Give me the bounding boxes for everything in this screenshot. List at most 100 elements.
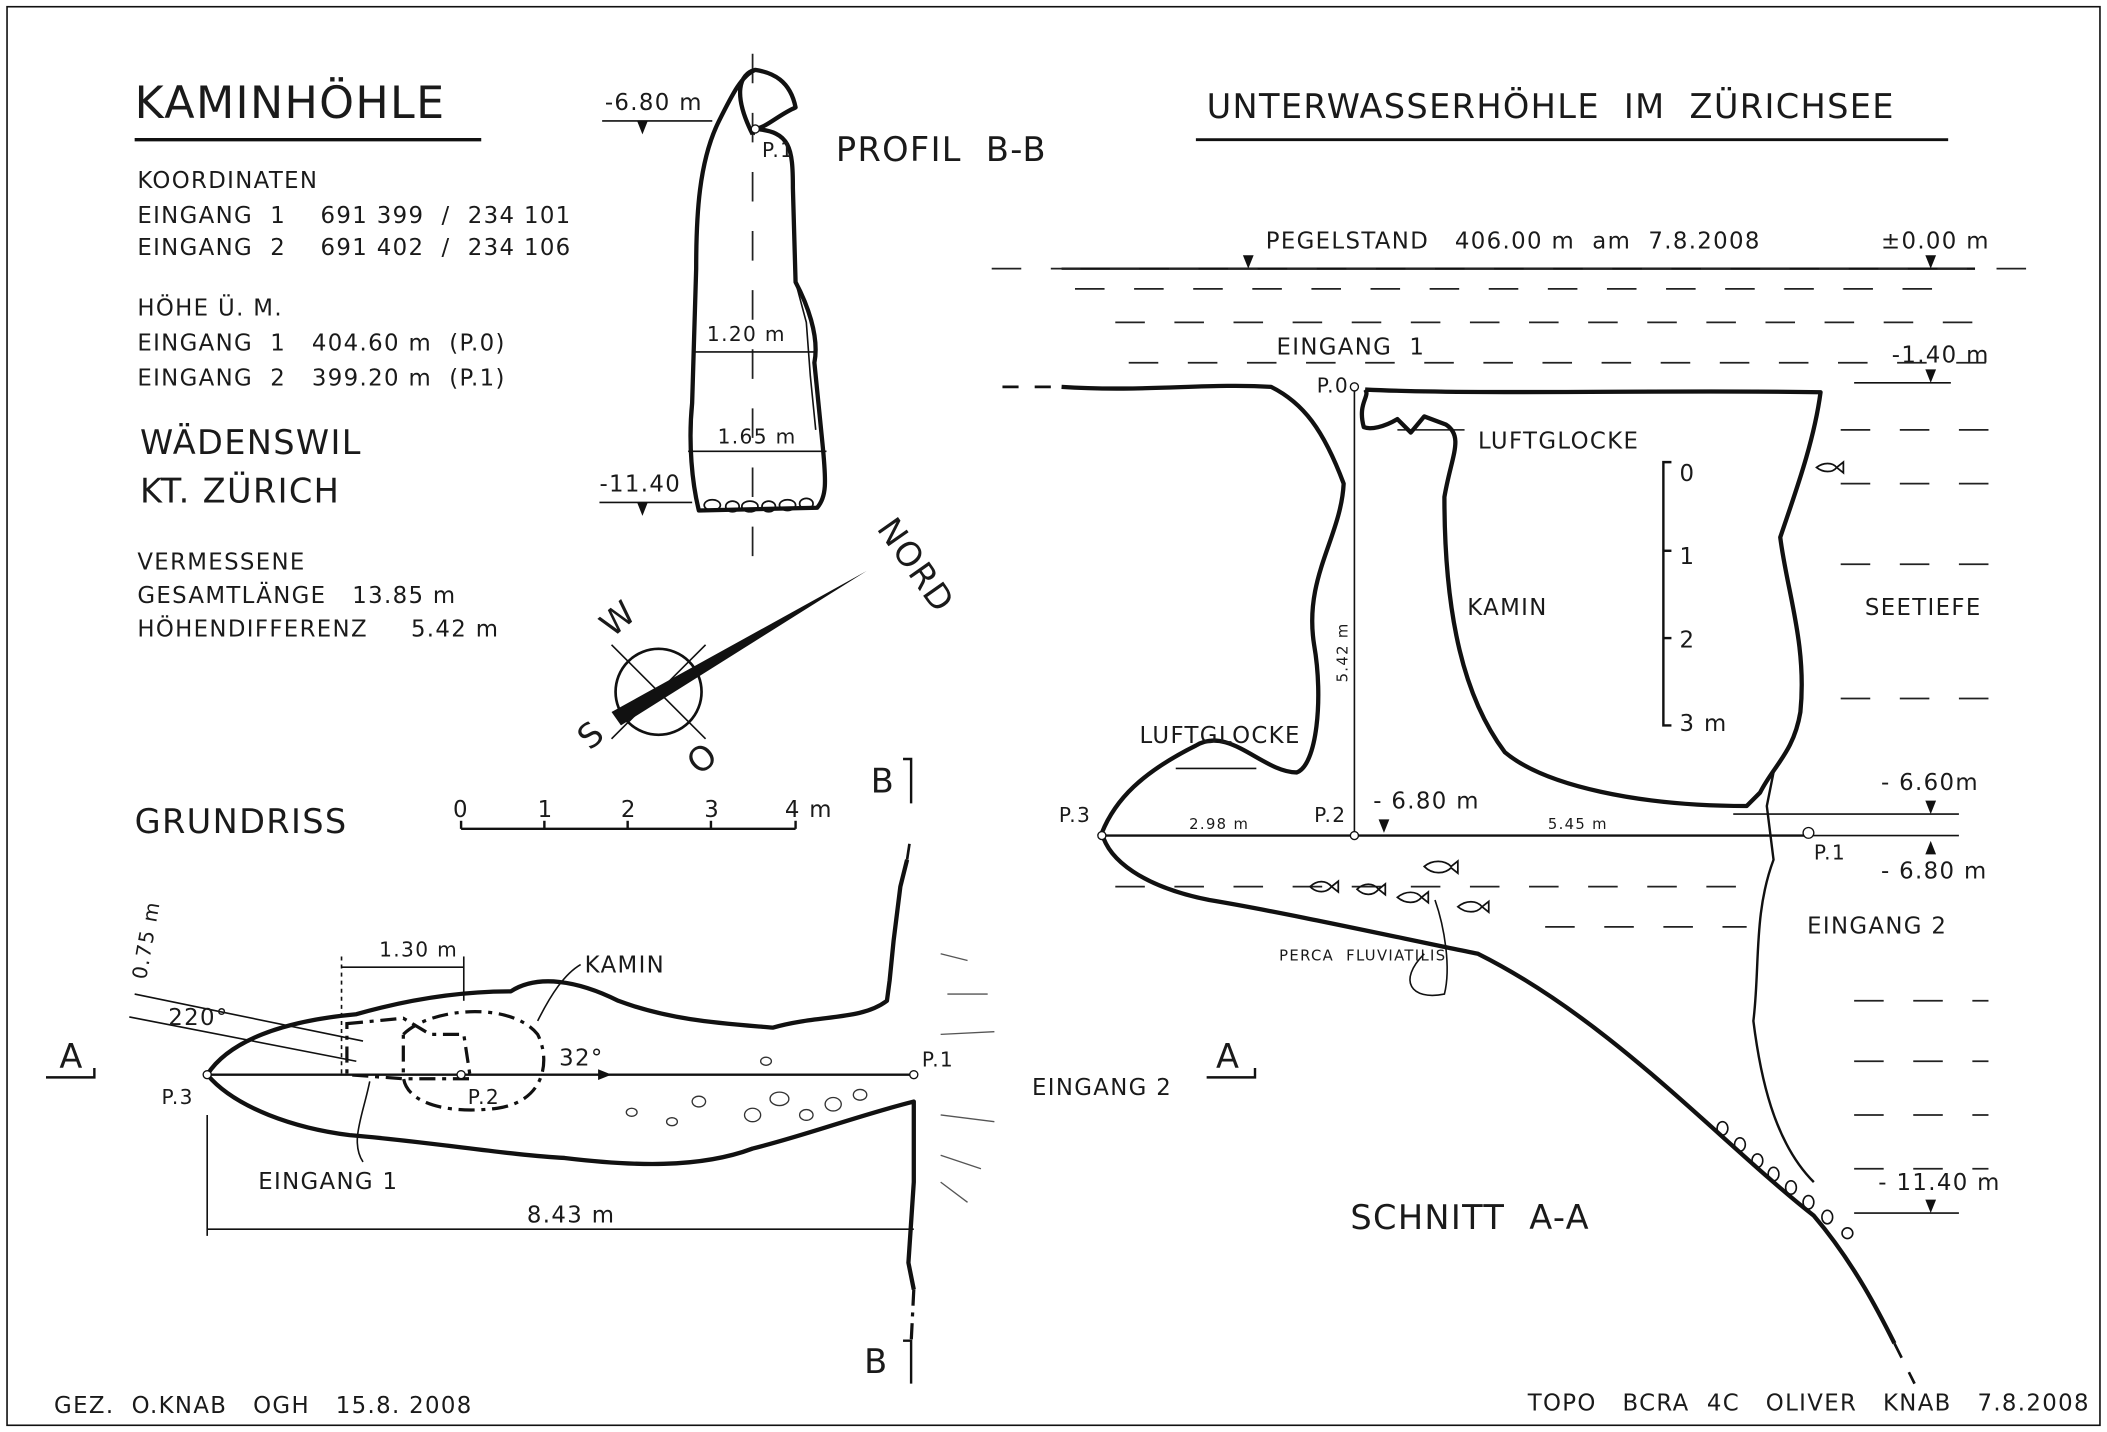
plan-scale-4: 4 m — [785, 797, 833, 823]
plan-angle-220: 220° — [168, 1005, 228, 1031]
cave-title: KAMINHÖHLE — [135, 77, 446, 129]
section-scale-bar — [1662, 460, 1672, 727]
profile-b-b: P.1 PROFIL B-B -6.80 m 1.20 m 1.65 m -11… — [599, 53, 1047, 565]
water-hatching — [940, 953, 995, 1203]
fish-species-label: PERCA FLUVIATILIS — [1279, 947, 1446, 964]
slope-continuation — [1893, 1342, 1916, 1385]
plan-station-p1 — [909, 1069, 919, 1080]
depth-680-mid: - 6.80 m — [1373, 789, 1480, 815]
hoehe-eingang-1: EINGANG 1 404.60 m (P.0) — [137, 331, 505, 357]
section-a-right: A — [1216, 1037, 1240, 1076]
profile-width-lower: 1.65 m — [718, 424, 797, 448]
seetiefe: SEETIEFE — [1865, 595, 1982, 621]
profile-top-depth: -6.80 m — [605, 90, 703, 116]
plan-angle-32: 32° — [559, 1045, 604, 1071]
section-kamin: KAMIN — [1467, 595, 1547, 621]
plan-wall-continuation — [905, 832, 913, 860]
section-a-left: A — [59, 1037, 83, 1076]
boulders — [703, 497, 814, 513]
footer-survey-credit: TOPO BCRA 4C OLIVER KNAB 7.8.2008 — [1527, 1391, 2090, 1417]
hoehe-eingang-2: EINGANG 2 399.20 m (P.1) — [137, 366, 505, 392]
pegelstand: PEGELSTAND 406.00 m am 7.8.2008 — [1266, 229, 1761, 255]
plan-length: 8.43 m — [527, 1202, 615, 1228]
koordinaten-label: KOORDINATEN — [137, 168, 318, 194]
hoehe-label: HÖHE Ü. M. — [137, 294, 283, 322]
dist-298: 2.98 m — [1189, 816, 1249, 833]
plan-eingang-1: EINGANG 1 — [258, 1169, 398, 1195]
plan-scale-1: 1 — [538, 797, 554, 823]
plan-p3-label: P.3 — [162, 1085, 194, 1109]
section-scale-0: 0 — [1679, 461, 1695, 487]
depth-marker-icon — [637, 502, 648, 516]
section-eingang-1: EINGANG 1 — [1276, 335, 1425, 361]
frame — [6, 5, 2101, 1427]
plan-view: GRUNDRISS 0 1 2 3 4 m B B P.3 P.2 32° P.… — [45, 757, 1257, 1384]
plan-title: GRUNDRISS — [135, 802, 348, 841]
plan-station-p2 — [456, 1069, 466, 1080]
depth-zero: ±0.00 m — [1881, 229, 1990, 255]
section-p0-label: P.0 — [1317, 373, 1349, 397]
plan-scale-ticks — [459, 820, 797, 829]
profile-title: PROFIL B-B — [836, 130, 1047, 169]
plan-kamin: KAMIN — [585, 953, 665, 979]
section-a-a: UNTERWASSERHÖHLE IM ZÜRICHSEE PEGELSTAND… — [991, 86, 2036, 1385]
depth-1140: - 11.40 m — [1878, 1170, 2000, 1196]
depth-marker-icon — [1242, 255, 1254, 269]
entrance-2-wall — [1752, 772, 1815, 1183]
gesamtlaenge: GESAMTLÄNGE 13.85 m — [137, 581, 456, 609]
fish-icons — [1308, 460, 1845, 914]
koord-eingang-1: EINGANG 1 691 399 / 234 101 — [137, 203, 571, 229]
arrow-icon — [598, 1069, 612, 1081]
section-p1-label: P.1 — [1814, 841, 1846, 865]
section-station-p0 — [1349, 382, 1360, 392]
depth-marker-icon — [637, 120, 648, 135]
compass-needle-icon — [611, 570, 867, 726]
plan-boulders — [625, 1056, 868, 1127]
plan-p2-label: P.2 — [468, 1085, 500, 1109]
section-station-p1 — [1802, 826, 1815, 839]
profile-p1-label: P.1 — [762, 138, 794, 162]
section-scale-1: 1 — [1679, 544, 1695, 570]
info-block: KAMINHÖHLE KOORDINATEN EINGANG 1 691 399… — [135, 77, 571, 643]
slope-boulders — [1716, 1120, 1854, 1240]
section-station-p3 — [1097, 830, 1107, 841]
water-dashes — [1074, 287, 1989, 1170]
depth-140: -1.40 m — [1892, 343, 1990, 369]
profile-bottom-depth: -11.40 — [599, 472, 681, 498]
profile-wall-texture — [794, 281, 817, 430]
dist-545: 5.45 m — [1548, 816, 1608, 833]
plan-scale-3: 3 — [704, 797, 720, 823]
plan-station-p3 — [202, 1069, 212, 1080]
hoehendifferenz: HÖHENDIFFERENZ 5.42 m — [137, 615, 499, 643]
plan-eingang-2: EINGANG 2 — [1032, 1075, 1172, 1101]
profile-station-p1 — [750, 124, 760, 134]
section-title: SCHNITT A-A — [1350, 1198, 1590, 1237]
section-scale-3: 3 m — [1679, 711, 1727, 737]
luftglocke-lower: LUFTGLOCKE — [1139, 723, 1300, 749]
section-header: UNTERWASSERHÖHLE IM ZÜRICHSEE — [1207, 86, 1895, 126]
kamin-outline — [401, 1010, 546, 1112]
section-station-p2 — [1349, 830, 1360, 841]
plan-p1-label: P.1 — [922, 1048, 954, 1072]
section-p2-label: P.2 — [1314, 803, 1346, 827]
plan-wall — [205, 859, 916, 1291]
koord-eingang-2: EINGANG 2 691 402 / 234 106 — [137, 235, 571, 261]
section-b-top: B — [871, 762, 895, 801]
section-b-bottom: B — [864, 1342, 888, 1381]
depth-660: - 6.60m — [1881, 770, 1979, 796]
plan-scale-0: 0 — [453, 797, 469, 823]
section-wall — [1061, 383, 1897, 1345]
footer-drawn-by: GEZ. O.KNAB OGH 15.8. 2008 — [54, 1393, 473, 1419]
height-542: 5.42 m — [1335, 622, 1352, 682]
kanton: KT. ZÜRICH — [140, 470, 340, 510]
section-scale-2: 2 — [1679, 627, 1695, 653]
depth-680-right: - 6.80 m — [1881, 859, 1988, 885]
plan-wall-continuation — [909, 1289, 916, 1344]
vermessene-label: VERMESSENE — [137, 550, 305, 576]
plan-scale-2: 2 — [621, 797, 637, 823]
section-p3-label: P.3 — [1059, 803, 1091, 827]
plan-width-130: 1.30 m — [379, 937, 458, 961]
profile-width-upper: 1.20 m — [707, 322, 786, 346]
